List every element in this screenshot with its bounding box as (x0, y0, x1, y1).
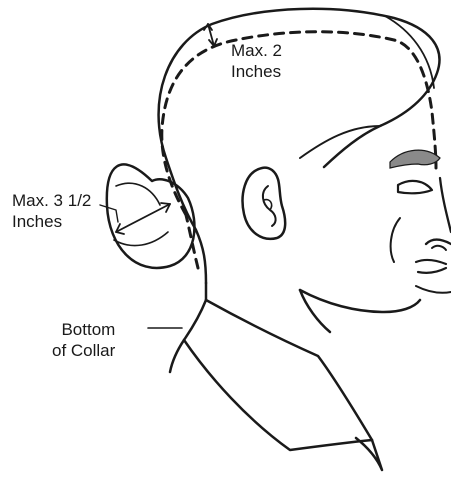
hair-bun (107, 164, 195, 267)
nostril (432, 246, 446, 250)
cheek-line (391, 218, 400, 262)
ear-inner (263, 186, 276, 226)
chin (416, 286, 451, 293)
collar-inner (206, 300, 372, 440)
eye (398, 181, 432, 193)
dashed-head-outline (162, 32, 436, 268)
mouth (416, 260, 446, 273)
collar-tip (356, 438, 382, 470)
top-height-line1: Max. 2 (231, 40, 282, 61)
collar-label: Bottom of Collar (52, 319, 115, 361)
top-height-label: Max. 2 Inches (231, 40, 282, 82)
collar-outline (184, 300, 372, 450)
bun-strand-1 (116, 183, 160, 205)
collar-line2: of Collar (52, 340, 115, 361)
bun-size-line1: Max. 3 1/2 (12, 190, 91, 211)
bun-size-line2: Inches (12, 211, 91, 232)
collar-line1: Bottom (52, 319, 115, 340)
eyebrow (390, 150, 440, 168)
hair-part-strands (385, 16, 434, 88)
hair-outer-outline (159, 9, 440, 283)
collar-bottom-fold (170, 340, 184, 372)
bun-size-label: Max. 3 1/2 Inches (12, 190, 91, 232)
bun-measure-arrow (116, 204, 170, 232)
jawline (300, 290, 420, 312)
top-height-line2: Inches (231, 61, 282, 82)
